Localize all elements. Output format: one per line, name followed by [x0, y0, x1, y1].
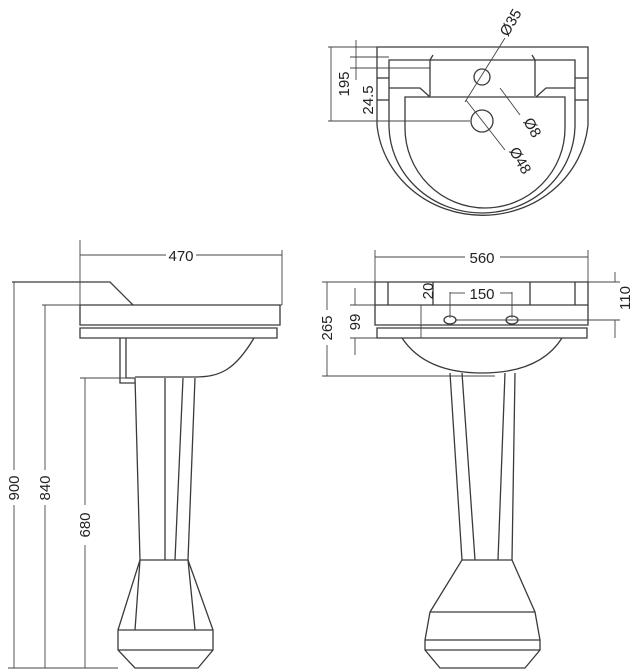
dim-20: 20: [420, 283, 437, 300]
dim-tap-hole: Ø35: [497, 6, 526, 39]
front-view: 560 150 20 265 99 110: [319, 250, 634, 669]
dim-99: 99: [347, 314, 364, 331]
dim-265: 265: [319, 315, 336, 340]
dim-overflow: Ø8: [520, 115, 545, 141]
dim-470: 470: [168, 248, 193, 265]
dim-waste: Ø48: [505, 144, 534, 177]
dim-560: 560: [469, 250, 494, 267]
dim-680: 680: [77, 512, 94, 537]
top-view: 195 24.5 Ø35 Ø8 Ø48: [328, 6, 589, 216]
dim-110: 110: [617, 286, 634, 310]
side-view: 470 900 840 680: [6, 240, 283, 669]
dim-150: 150: [469, 286, 494, 303]
dim-840: 840: [37, 475, 54, 500]
dim-195: 195: [336, 71, 353, 96]
dim-24-5: 24.5: [360, 85, 377, 114]
dim-900: 900: [6, 475, 23, 500]
